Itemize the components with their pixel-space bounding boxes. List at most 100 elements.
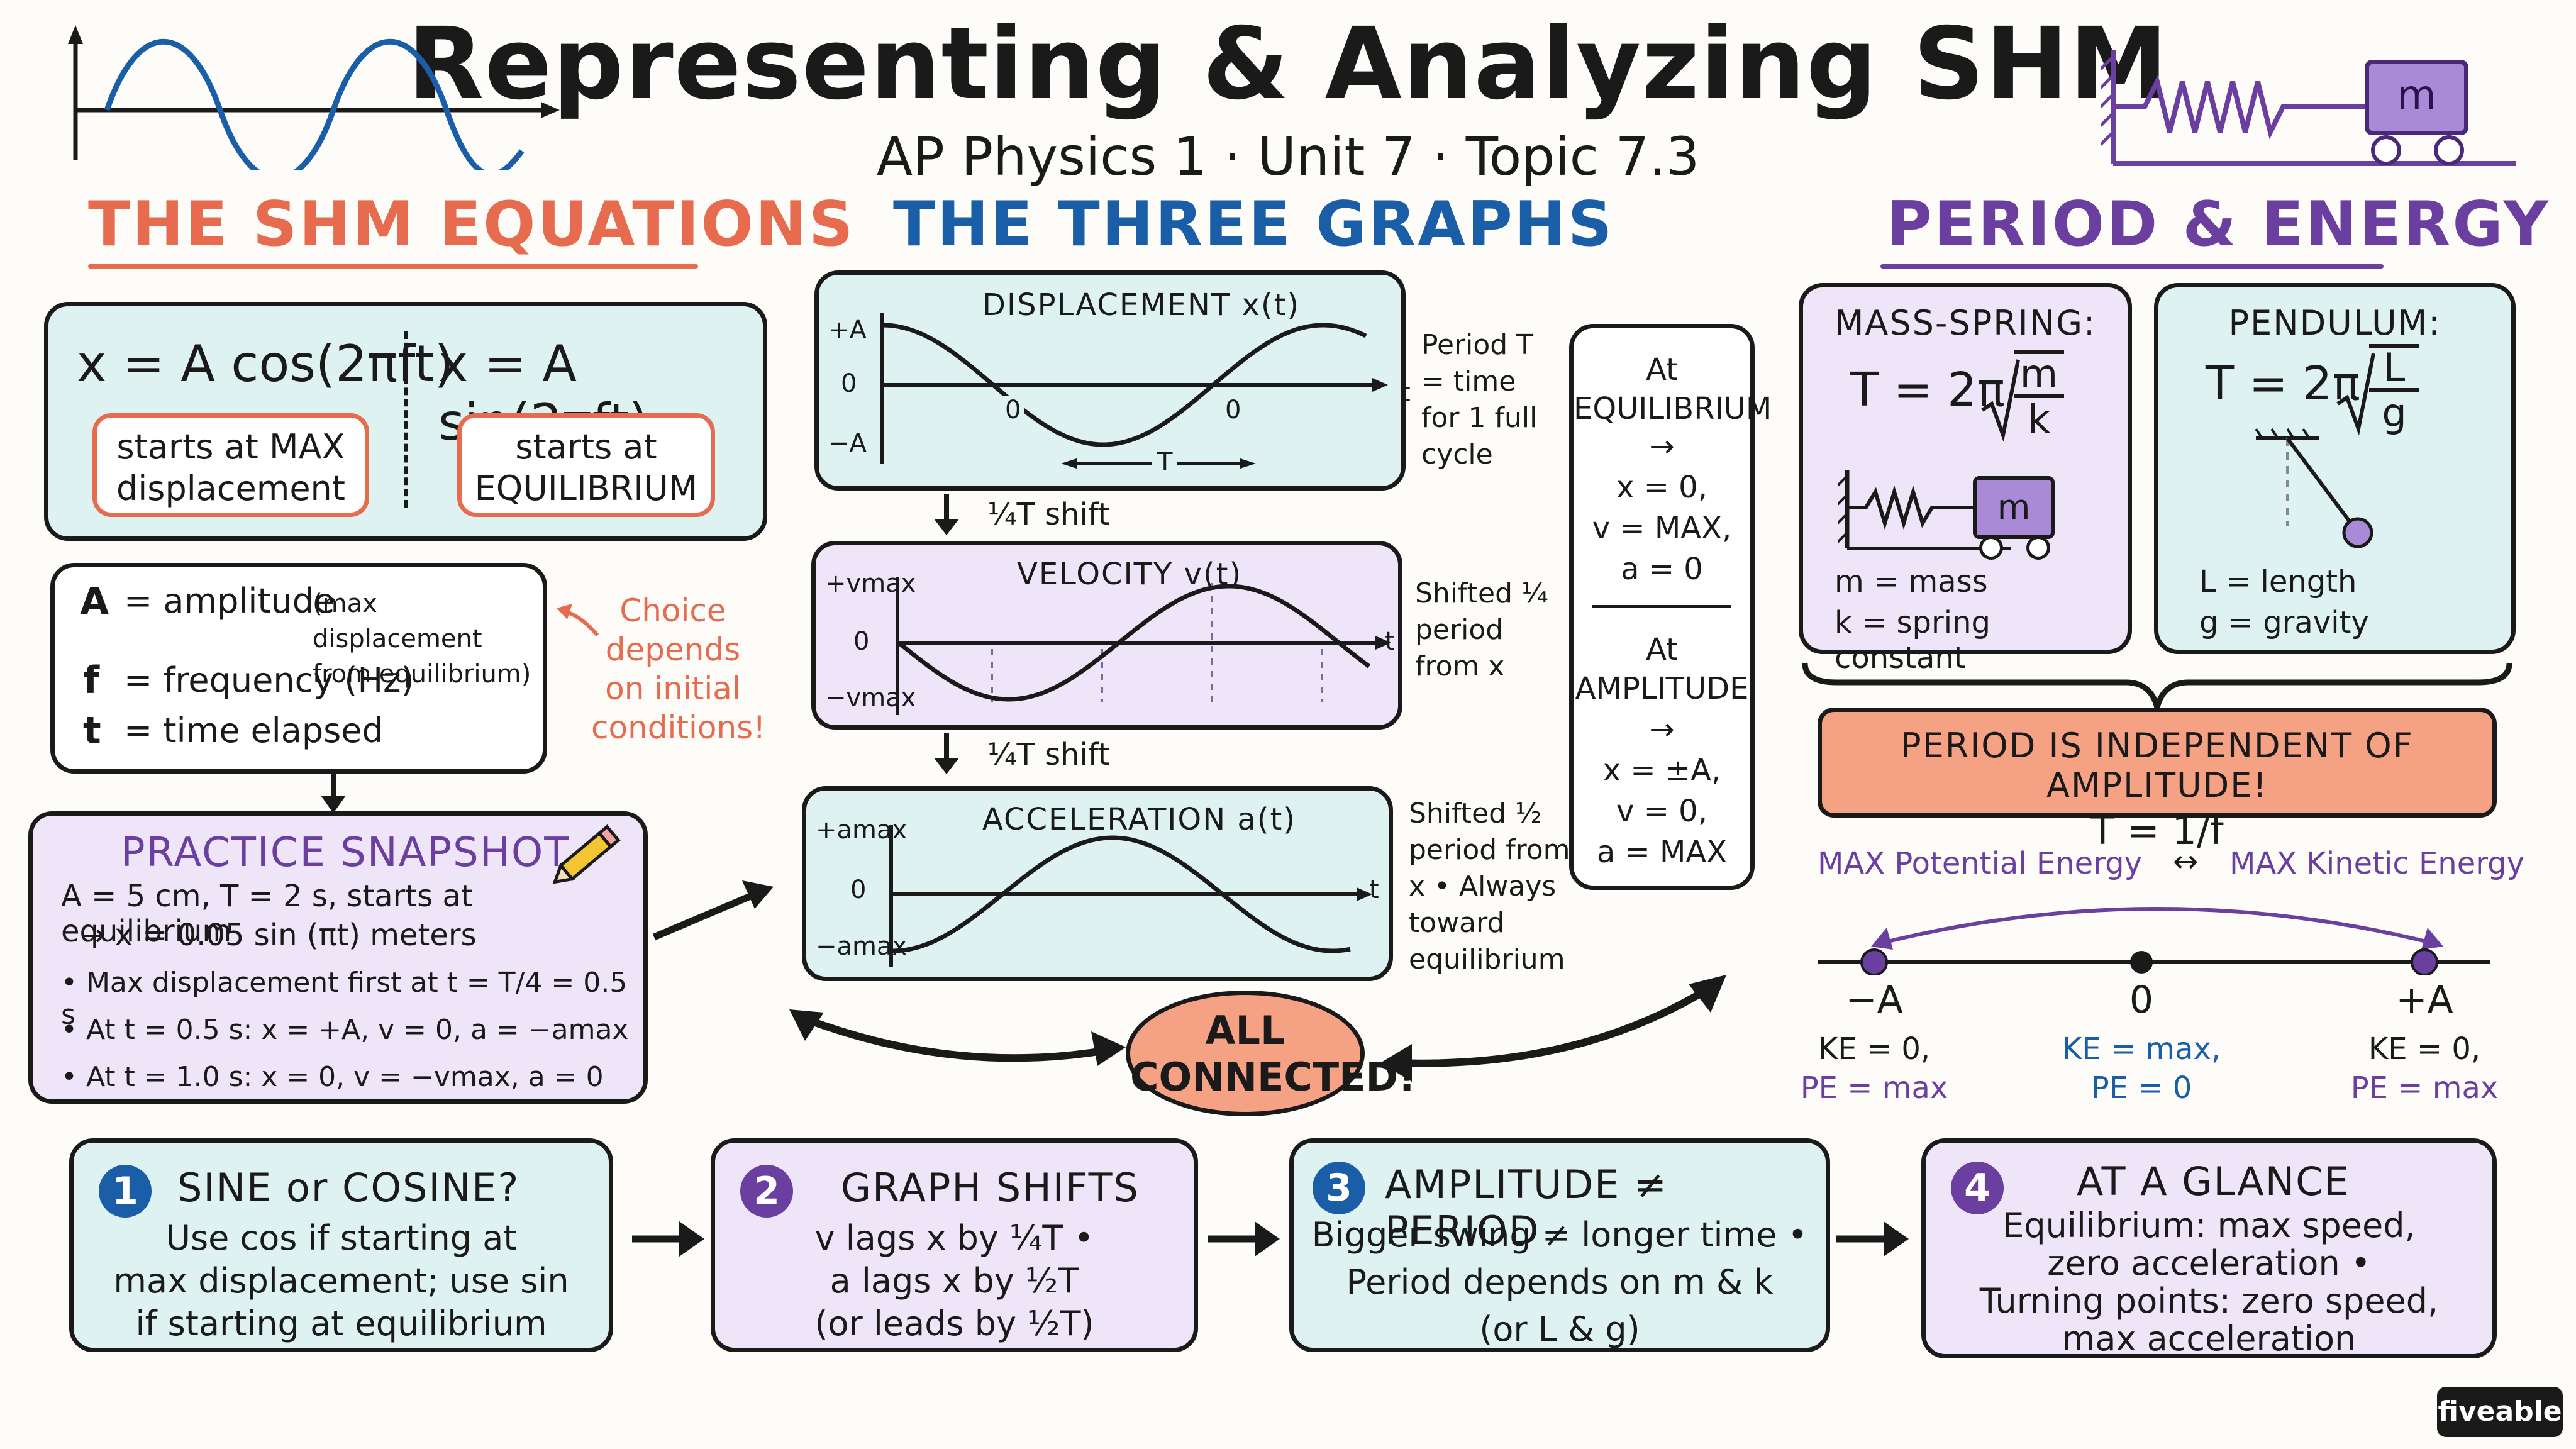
all-connected-badge: ALL CONNECTED! xyxy=(1126,991,1416,1116)
acceleration-graph-box: ACCELERATION a(t) +amax 0 −amax t xyxy=(802,786,1393,981)
heading-period-energy: PERIOD & ENERGY xyxy=(1887,189,2550,260)
choice-note: Choice depends on initial conditions! xyxy=(591,592,766,746)
energy-max-ke: MAX Kinetic Energy xyxy=(2229,846,2525,881)
spring-def-m: m = mass xyxy=(1835,564,1988,599)
choice-arrow xyxy=(557,604,599,636)
var-f-symbol: f xyxy=(83,658,100,702)
state-amp-arrow: → xyxy=(1649,712,1675,747)
header-wheel-left xyxy=(2371,135,2401,165)
displacement-graph-box: DISPLACEMENT x(t) +A 0 −A 0 0 t T xyxy=(814,270,1411,491)
pe-at-zero: PE = 0 xyxy=(2090,1070,2192,1106)
spring-wheel-left xyxy=(1979,536,2003,560)
pendulum-illustration xyxy=(2255,428,2373,548)
summary-4-line-1: Equilibrium: max speed, xyxy=(2002,1206,2416,1245)
equations-box: x = A cos(2πft) x = A sin(2πft) starts a… xyxy=(44,302,767,541)
state-eq-v: v = MAX, xyxy=(1592,511,1732,546)
ke-at-pos-a: KE = 0, xyxy=(2368,1031,2481,1067)
summary-3-line-3: (or L & g) xyxy=(1479,1309,1640,1349)
note-velocity: Shifted ¼ period from x xyxy=(1415,577,1548,682)
practice-bullet-2-text: At t = 0.5 s: x = +A, v = 0, a = −amax xyxy=(86,1014,629,1046)
independent-amplitude-box: PERIOD IS INDEPENDENT OF AMPLITUDE! T = … xyxy=(1818,708,2497,853)
practice-bullet-3: • At t = 1.0 s: x = 0, v = −vmax, a = 0 xyxy=(61,1061,604,1093)
state-amp-a: a = MAX xyxy=(1596,835,1728,870)
ke-at-neg-a: KE = 0, xyxy=(1818,1031,1931,1067)
disp-label-bot: −A xyxy=(828,429,867,458)
spring-formula-lhs: T = 2π xyxy=(1850,363,2005,417)
acc-axis-t: t xyxy=(1369,875,1379,904)
summary-1-line-2: max displacement; use sin xyxy=(113,1261,569,1301)
disp-label-mid: 0 xyxy=(841,369,857,398)
state-amp-x: x = ±A, xyxy=(1602,753,1721,788)
heading-shm-equations: THE SHM EQUATIONS xyxy=(88,189,855,260)
states-divider xyxy=(1592,605,1731,608)
note-acceleration: Shifted ½ period from x • Always toward … xyxy=(1409,797,1570,975)
energy-position-line xyxy=(1818,907,2490,975)
header-wheel-right xyxy=(2434,135,2464,165)
disp-label-top: +A xyxy=(828,316,867,345)
header-mass-label: m xyxy=(2397,72,2436,119)
acc-label-mid: 0 xyxy=(850,875,867,904)
shift-label-2: ¼T shift xyxy=(987,737,1110,772)
spring-mass-block: m xyxy=(1973,476,2055,539)
summary-3-line-1: Bigger swing ≠ longer time • xyxy=(1311,1215,1808,1255)
ke-at-zero: KE = max, xyxy=(2062,1031,2221,1067)
pencil-icon xyxy=(552,824,621,884)
summary-2-line-2: a lags x by ½T xyxy=(830,1261,1079,1301)
fiveable-logo: fiveable xyxy=(2437,1387,2563,1437)
heading-underline-equations xyxy=(88,264,698,269)
spring-denominator: k xyxy=(2028,396,2050,442)
spring-def-k: k = spring constant xyxy=(1835,605,1990,675)
practice-bullet-1: • Max displacement first at t = T/4 = 0.… xyxy=(61,967,628,1031)
arrow-summary-2-3 xyxy=(1208,1221,1280,1257)
practice-heading: PRACTICE SNAPSHOT xyxy=(121,830,570,876)
state-eq-a: a = 0 xyxy=(1621,552,1703,587)
var-a-note: (max displacement from equilibrium) xyxy=(313,589,531,689)
summary-4-line-4: max acceleration xyxy=(2062,1319,2357,1358)
independent-line-1: PERIOD IS INDEPENDENT OF AMPLITUDE! xyxy=(1901,726,2414,805)
displacement-title: DISPLACEMENT x(t) xyxy=(982,287,1301,323)
acceleration-plot xyxy=(889,825,1372,967)
practice-bullet-2: • At t = 0.5 s: x = +A, v = 0, a = −amax xyxy=(61,1014,629,1046)
disp-period-label: T xyxy=(1152,448,1178,477)
arrow-shift-2 xyxy=(934,733,959,774)
page-subtitle: AP Physics 1 · Unit 7 · Topic 7.3 xyxy=(876,126,1700,187)
practice-line-2: → x = 0.05 sin (πt) meters xyxy=(80,918,477,953)
summary-2-line-1: v lags x by ¼T • xyxy=(814,1218,1094,1258)
header-mass-block: m xyxy=(2365,60,2468,135)
summary-2-line-3: (or leads by ½T) xyxy=(814,1304,1094,1343)
pe-at-neg-a: PE = max xyxy=(1800,1070,1948,1106)
vel-axis-t: t xyxy=(1385,627,1395,656)
state-amp-v: v = 0, xyxy=(1616,794,1707,829)
var-a-symbol: A xyxy=(80,580,109,624)
displacement-curve xyxy=(882,323,1367,447)
summary-2-number: 2 xyxy=(740,1165,793,1218)
arrow-connected-left xyxy=(789,1009,1126,1066)
disp-zero-2: 0 xyxy=(1221,396,1245,425)
energy-double-arrow: ↔ xyxy=(2173,844,2199,879)
independent-line-2: T = 1/f xyxy=(2090,808,2224,853)
state-eq-x: x = 0, xyxy=(1616,470,1707,505)
summary-1-number: 1 xyxy=(99,1165,152,1218)
summary-3-number: 3 xyxy=(1313,1162,1365,1214)
mass-spring-title: MASS-SPRING: xyxy=(1834,303,2097,343)
arrow-connected-right xyxy=(1380,975,1726,1082)
arrow-practice-to-graphs xyxy=(652,880,774,941)
practice-bullet-1-text: Max displacement first at t = T/4 = 0.5 … xyxy=(61,967,628,1031)
arrow-down-practice xyxy=(321,770,346,813)
summary-4-title: AT A GLANCE xyxy=(2077,1158,2350,1204)
disp-zero-1: 0 xyxy=(1001,396,1025,425)
summary-4-line-2: zero acceleration • xyxy=(2047,1243,2371,1283)
state-eq-heading: At EQUILIBRIUM xyxy=(1574,352,1772,426)
header-spring-illustration xyxy=(2101,50,2516,166)
summary-card-1: 1 SINE or COSINE? Use cos if starting at… xyxy=(69,1138,613,1352)
shift-label-1: ¼T shift xyxy=(987,497,1110,532)
arrow-shift-1 xyxy=(934,494,959,535)
tag-starts-equilibrium: starts at EQUILIBRIUM xyxy=(457,413,715,517)
equation-cos: x = A cos(2πft) xyxy=(77,335,454,393)
state-amp-heading: At AMPLITUDE xyxy=(1575,632,1749,706)
velocity-plot xyxy=(896,577,1391,715)
pend-sqrt-sign xyxy=(2336,353,2375,435)
vel-label-mid: 0 xyxy=(853,627,870,656)
pos-zero: 0 xyxy=(2129,978,2154,1022)
practice-bullet-3-text: At t = 1.0 s: x = 0, v = −vmax, a = 0 xyxy=(86,1061,604,1093)
